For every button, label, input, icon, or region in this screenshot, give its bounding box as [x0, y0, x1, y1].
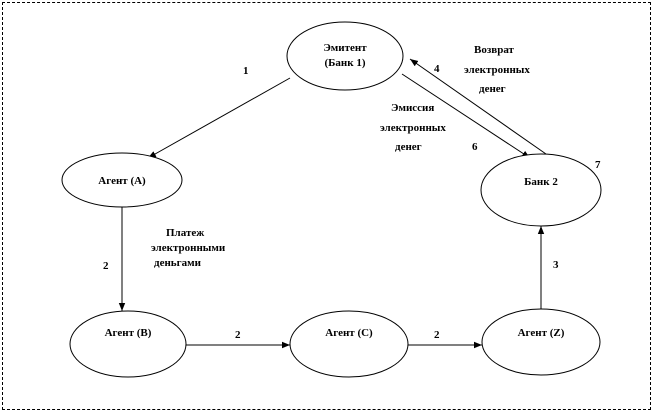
node-bank2: Банк 2 — [480, 153, 602, 227]
node-agent-c: Агент (С) — [289, 310, 409, 378]
bank2-label: Банк 2 — [524, 176, 558, 188]
node-agent-z: Агент (Z) — [481, 308, 601, 376]
edge-num-bank2-side: 7 — [595, 159, 601, 171]
agent-a-label: Агент (А) — [98, 175, 146, 187]
edge-bank2-to-emitent — [409, 58, 547, 155]
edge-emitent-to-bank2 — [401, 73, 531, 159]
emission-label-line3: денег — [395, 141, 422, 153]
diagram-frame — [2, 2, 651, 410]
edge-num-z-to-bank2: 3 — [553, 259, 559, 271]
edge-num-c-to-z: 2 — [434, 329, 440, 341]
payment-label-line3: деньгами — [154, 257, 202, 269]
edge-num-emitent-to-bank2: 6 — [472, 141, 478, 153]
return-label: Возврат электронных денег — [464, 44, 530, 95]
node-agent-b: Агент (В) — [69, 310, 187, 378]
edge-num-b-to-c: 2 — [235, 329, 241, 341]
emission-label-line2: электронных — [380, 122, 446, 134]
edge-num-emitent-to-a: 1 — [243, 65, 249, 77]
emitent-label-line2: (Банк 1) — [324, 57, 365, 69]
agent-z-label: Агент (Z) — [518, 327, 565, 339]
emission-label: Эмиссия электронных денег — [380, 102, 446, 153]
node-emitent: Эмитент (Банк 1) — [286, 21, 404, 91]
node-agent-a: Агент (А) — [61, 152, 183, 208]
edge-num-bank2-to-emitent: 4 — [434, 63, 440, 75]
edge-emitent-to-agent-a — [147, 77, 291, 159]
payment-label-line2: электронными — [151, 242, 226, 254]
payment-label: Платеж электронными деньгами — [151, 227, 226, 269]
return-label-line3: денег — [479, 83, 506, 95]
emission-label-line1: Эмиссия — [391, 102, 434, 114]
agent-c-label: Агент (С) — [325, 327, 373, 339]
payment-label-line1: Платеж — [166, 227, 204, 239]
return-label-line1: Возврат — [474, 44, 515, 56]
return-label-line2: электронных — [464, 64, 530, 76]
agent-b-label: Агент (В) — [105, 327, 152, 339]
edge-num-a-to-b: 2 — [103, 260, 109, 272]
emitent-label-line1: Эмитент — [323, 42, 367, 54]
